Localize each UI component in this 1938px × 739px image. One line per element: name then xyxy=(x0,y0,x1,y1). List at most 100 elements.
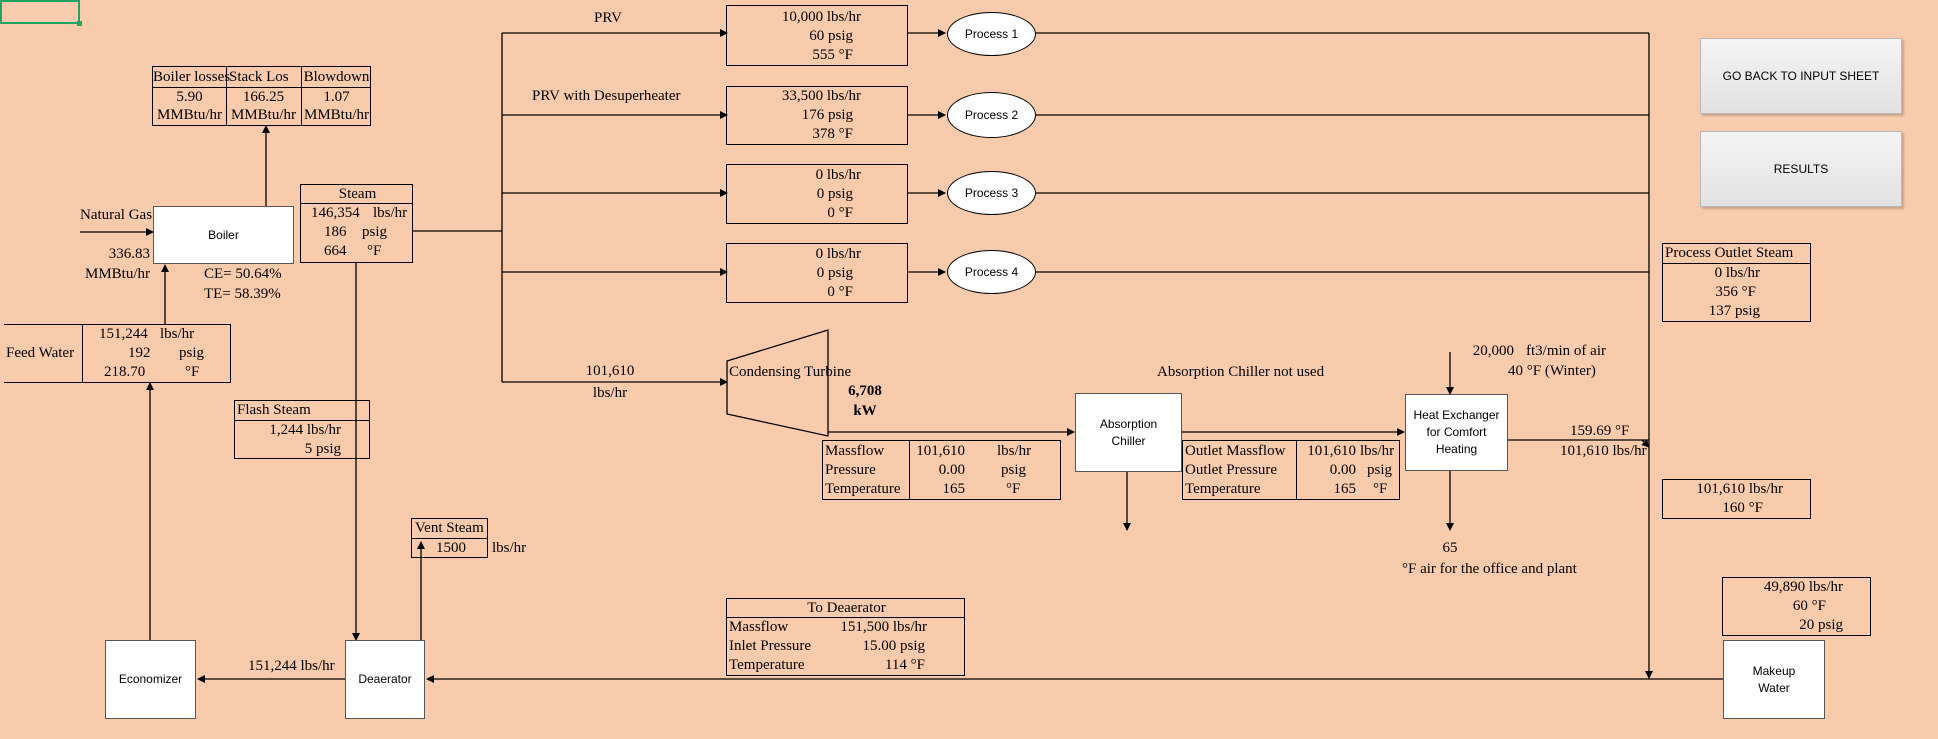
boiler-ce: CE= 50.64% xyxy=(204,266,282,282)
makeup-water-block[interactable]: Makeup Water xyxy=(1723,640,1825,719)
feed-water-flow: 151,244 xyxy=(99,326,148,342)
flash-steam-title: Flash Steam xyxy=(237,402,311,418)
process-1-node[interactable]: Process 1 xyxy=(947,12,1036,56)
hx-out-temp: 159.69 °F xyxy=(1570,423,1630,439)
absorption-note: Absorption Chiller not used xyxy=(1157,364,1325,380)
process-2-stream: 33,500 lbs/hr 176 psig 378 °F xyxy=(726,86,908,145)
turbine-out-pressure-unit: psig xyxy=(1001,462,1027,478)
feed-water-pressure-unit: psig xyxy=(179,345,205,361)
stack-loss-value: 166.25 xyxy=(242,89,285,105)
turbine-flow-unit: lbs/hr xyxy=(592,385,628,401)
process-2-node[interactable]: Process 2 xyxy=(947,92,1036,138)
chiller-out-massflow-unit: lbs/hr xyxy=(1360,443,1395,459)
blowdown-unit: MMBtu/hr xyxy=(303,107,369,123)
chiller-out-temperature-unit: °F xyxy=(1373,481,1388,497)
feed-water-label: Feed Water xyxy=(6,345,75,361)
economizer-flow: 151,244 lbs/hr xyxy=(248,658,335,674)
turbine-outlet-table: Massflow Pressure Temperature 101,610 0.… xyxy=(822,440,1061,500)
stack-loss-header: Stack Los xyxy=(229,69,289,85)
steam-table: Steam 146,354 lbs/hr 186 psig 664 °F xyxy=(300,184,413,263)
feed-water-pressure: 192 xyxy=(128,345,151,361)
turbine-out-temperature-value: 165 xyxy=(942,481,966,497)
turbine-out-pressure-label: Pressure xyxy=(825,462,876,478)
flash-steam-pressure: 5 psig xyxy=(304,441,341,457)
hx-air-flow-unit: ft3/min of air xyxy=(1526,343,1606,359)
process-4-pressure: 0 psig xyxy=(816,265,853,281)
to-deaerator-massflow-label: Massflow xyxy=(729,619,789,635)
steam-temp-unit: °F xyxy=(367,243,382,259)
makeup-temp: 60 °F xyxy=(1792,598,1826,614)
hx-air-out-temp: 65 xyxy=(1442,540,1458,556)
process-outlet-temp: 356 °F xyxy=(1715,284,1756,300)
prv-label: PRV xyxy=(594,10,622,26)
return-table: 101,610 lbs/hr 160 °F xyxy=(1662,479,1811,519)
process-4-temp: 0 °F xyxy=(827,284,853,300)
to-deaerator-title: To Deaerator xyxy=(807,600,886,616)
results-button[interactable]: RESULTS xyxy=(1700,131,1902,207)
blowdown-header: Blowdown xyxy=(303,69,370,85)
boiler-losses-header: Boiler losses xyxy=(153,69,231,85)
process-1-temp: 555 °F xyxy=(812,47,853,63)
process-3-temp: 0 °F xyxy=(827,205,853,221)
feed-water-table: Feed Water 151,244 lbs/hr 192 psig 218.7… xyxy=(4,324,231,383)
turbine-out-massflow-label: Massflow xyxy=(825,443,885,459)
process-2-pressure: 176 psig xyxy=(801,107,853,123)
process-3-pressure: 0 psig xyxy=(816,186,853,202)
heat-exchanger-block[interactable]: Heat Exchanger for Comfort Heating xyxy=(1405,394,1508,471)
go-back-button[interactable]: GO BACK TO INPUT SHEET xyxy=(1700,38,1902,114)
turbine-out-massflow-unit: lbs/hr xyxy=(997,443,1032,459)
blowdown-value: 1.07 xyxy=(323,89,350,105)
steam-title: Steam xyxy=(338,186,377,202)
process-3-stream: 0 lbs/hr 0 psig 0 °F xyxy=(726,164,908,224)
vent-steam-title: Vent Steam xyxy=(415,520,484,536)
chiller-out-temperature-label: Temperature xyxy=(1185,481,1261,497)
process-1-flow: 10,000 lbs/hr xyxy=(781,9,861,25)
process-2-flow: 33,500 lbs/hr xyxy=(781,88,861,104)
turbine-flow-label: 101,610 xyxy=(585,363,635,379)
to-deaerator-table: To Deaerator Massflow Inlet Pressure Tem… xyxy=(726,598,965,676)
turbine-power-unit: kW xyxy=(853,403,877,419)
hx-out-flow: 101,610 lbs/hr xyxy=(1560,443,1647,459)
chiller-outlet-table: Outlet Massflow Outlet Pressure Temperat… xyxy=(1182,440,1400,500)
absorption-chiller-block[interactable]: Absorption Chiller xyxy=(1075,393,1182,472)
turbine-out-massflow-value: 101,610 xyxy=(916,443,965,459)
to-deaerator-temperature-label: Temperature xyxy=(729,657,805,673)
process-4-node[interactable]: Process 4 xyxy=(947,250,1036,294)
turbine-out-pressure-value: 0.00 xyxy=(938,462,965,478)
turbine-label: Condensing Turbine xyxy=(729,364,852,380)
boiler-te: TE= 58.39% xyxy=(204,286,281,302)
boiler-block[interactable]: Boiler xyxy=(153,206,294,264)
chiller-out-pressure-unit: psig xyxy=(1367,462,1393,478)
process-outlet-flow: 0 lbs/hr xyxy=(1714,265,1760,281)
chiller-out-massflow-label: Outlet Massflow xyxy=(1185,443,1286,459)
feed-water-flow-unit: lbs/hr xyxy=(160,326,195,342)
natural-gas-unit: MMBtu/hr xyxy=(84,266,150,282)
to-deaerator-pressure-label: Inlet Pressure xyxy=(729,638,812,654)
process-4-stream: 0 lbs/hr 0 psig 0 °F xyxy=(726,243,908,303)
boiler-losses-value: 5.90 xyxy=(176,89,203,105)
turbine-out-temperature-label: Temperature xyxy=(825,481,901,497)
steam-pressure-unit: psig xyxy=(362,224,388,240)
turbine-shape xyxy=(726,329,829,437)
hx-air-flow: 20,000 xyxy=(1472,343,1514,359)
makeup-data-table: 49,890 lbs/hr 60 °F 20 psig xyxy=(1722,577,1871,636)
feed-water-temp: 218.70 xyxy=(104,364,146,380)
vent-steam-table: Vent Steam 1500 xyxy=(411,518,488,558)
boiler-losses-unit: MMBtu/hr xyxy=(156,107,222,123)
flash-steam-flow: 1,244 lbs/hr xyxy=(269,422,341,438)
economizer-block[interactable]: Economizer xyxy=(105,640,196,719)
vent-steam-value: 1500 xyxy=(436,540,466,556)
natural-gas-value: 336.83 xyxy=(108,246,150,262)
process-outlet-table: Process Outlet Steam 0 lbs/hr 356 °F 137… xyxy=(1662,243,1811,322)
process-2-temp: 378 °F xyxy=(812,126,853,142)
process-3-node[interactable]: Process 3 xyxy=(947,171,1036,215)
selected-cell[interactable] xyxy=(0,0,82,26)
turbine-out-temperature-unit: °F xyxy=(1006,481,1021,497)
deaerator-block[interactable]: Deaerator xyxy=(345,640,425,719)
feed-water-temp-unit: °F xyxy=(185,364,200,380)
return-flow: 101,610 lbs/hr xyxy=(1696,481,1783,497)
flash-steam-table: Flash Steam 1,244 lbs/hr 5 psig xyxy=(234,400,370,459)
vent-steam-unit: lbs/hr xyxy=(492,540,527,556)
natural-gas-label: Natural Gas xyxy=(80,207,153,223)
